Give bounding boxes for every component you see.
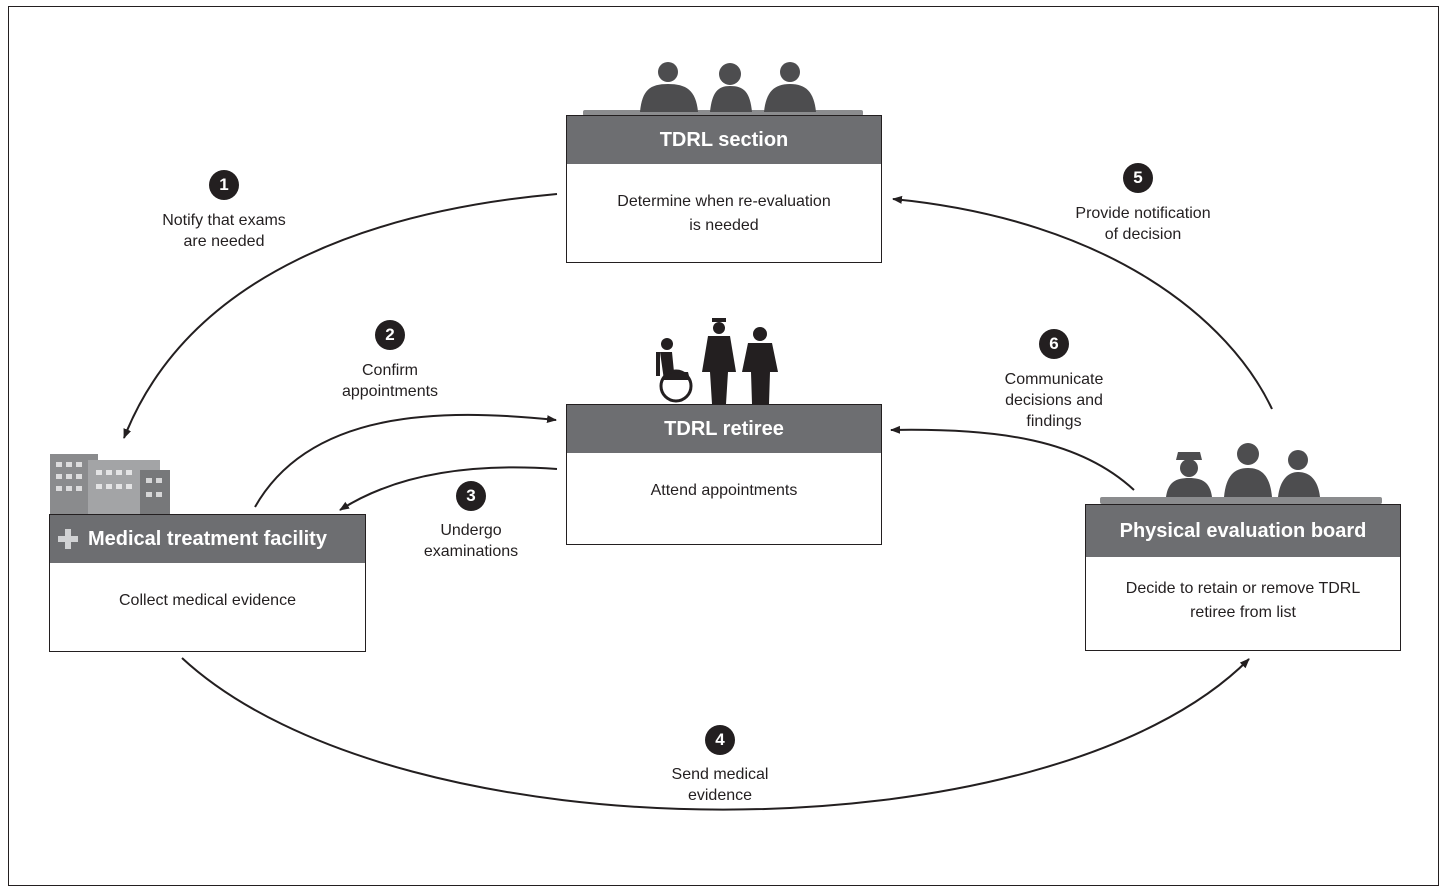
hospital-building-icon xyxy=(50,454,170,514)
step-4-line1: Send medical xyxy=(671,766,769,783)
arrow-step-3 xyxy=(339,466,558,511)
evaluation-board-box: Physical evaluation board Decide to reta… xyxy=(1085,504,1401,651)
step-6-line3: findings xyxy=(1026,413,1082,430)
tdrl-section-title: TDRL section xyxy=(567,116,881,164)
step-6-line2: decisions and xyxy=(1005,392,1103,409)
step-2-line2: appointments xyxy=(341,383,439,400)
step-2-label: Confirm appointments xyxy=(290,360,490,402)
arrow-step-1 xyxy=(123,193,558,439)
military-board-icon xyxy=(1100,443,1382,504)
step-4-label: Send medical evidence xyxy=(620,764,820,806)
step-3-badge: 3 xyxy=(456,481,486,511)
step-4-line2: evidence xyxy=(687,787,753,804)
step-5-line2: of decision xyxy=(1104,226,1182,243)
step-6-label: Communicate decisions and findings xyxy=(954,369,1154,432)
step-2-badge: 2 xyxy=(375,320,405,350)
step-3-label: Undergo examinations xyxy=(371,520,571,562)
step-5-line1: Provide notification xyxy=(1075,205,1211,222)
step-5-label: Provide notification of decision xyxy=(1038,203,1248,245)
medical-facility-title: Medical treatment facility xyxy=(88,527,327,550)
step-6-line1: Communicate xyxy=(1004,371,1104,388)
evaluation-board-title: Physical evaluation board xyxy=(1086,505,1400,557)
plus-icon xyxy=(58,529,78,549)
civilian-group-icon xyxy=(583,62,863,116)
medical-facility-box: Medical treatment facility Collect medic… xyxy=(49,514,366,652)
step-1-line2: are needed xyxy=(183,233,265,250)
tdrl-section-description-line2: is needed xyxy=(689,217,759,234)
evaluation-board-description-line2: retiree from list xyxy=(1190,604,1296,621)
arrow-step-5 xyxy=(892,195,1273,410)
step-1-label: Notify that exams are needed xyxy=(124,210,324,252)
tdrl-retiree-description: Attend appointments xyxy=(650,482,798,499)
medical-facility-header: Medical treatment facility xyxy=(50,515,365,563)
step-1-line1: Notify that exams xyxy=(162,212,286,229)
evaluation-board-description-line1: Decide to retain or remove TDRL xyxy=(1125,580,1361,597)
retiree-group-icon xyxy=(656,318,778,404)
step-6-badge: 6 xyxy=(1039,329,1069,359)
step-5-badge: 5 xyxy=(1123,163,1153,193)
step-3-line1: Undergo xyxy=(440,522,502,539)
arrow-step-2 xyxy=(254,413,557,508)
step-1-badge: 1 xyxy=(209,170,239,200)
step-2-line1: Confirm xyxy=(361,362,418,379)
arrow-step-4 xyxy=(181,657,1250,811)
medical-facility-description: Collect medical evidence xyxy=(119,592,296,609)
tdrl-retiree-box: TDRL retiree Attend appointments xyxy=(566,404,882,545)
tdrl-section-description-line1: Determine when re-evaluation xyxy=(617,193,831,210)
step-3-line2: examinations xyxy=(423,543,519,560)
arrow-step-6 xyxy=(890,425,1135,491)
step-4-badge: 4 xyxy=(705,725,735,755)
tdrl-retiree-title: TDRL retiree xyxy=(567,405,881,453)
tdrl-section-box: TDRL section Determine when re-evaluatio… xyxy=(566,115,882,263)
